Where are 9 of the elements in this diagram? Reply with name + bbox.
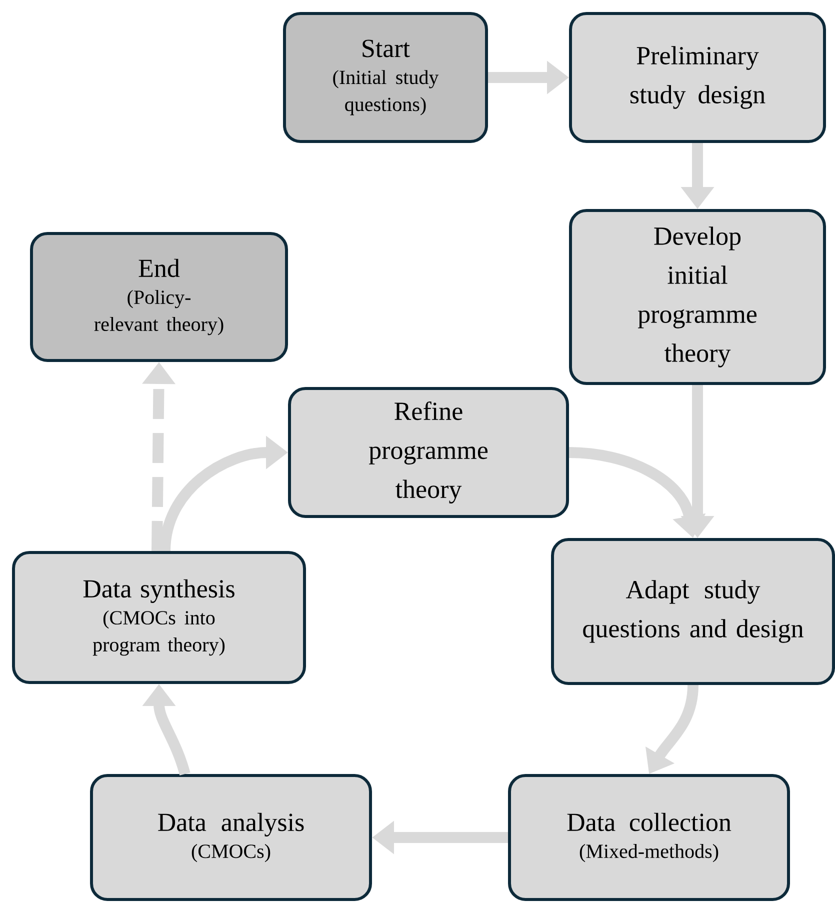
process-box: Refine programme theory [288,387,569,518]
process-box: Preliminary study design [569,12,826,143]
process-box: Adapt study questions and design [551,538,835,685]
process-box: Start (Initial study questions) [283,12,488,143]
process-box: Data synthesis (CMOCs into program theory) [12,551,306,684]
process-box: Data collection (Mixed-methods) [508,774,790,901]
process-box: End (Policy-relevant theory) [30,232,288,362]
process-box: Develop initial programme theory [569,209,826,385]
process-box: Data analysis (CMOCs) [90,774,372,901]
